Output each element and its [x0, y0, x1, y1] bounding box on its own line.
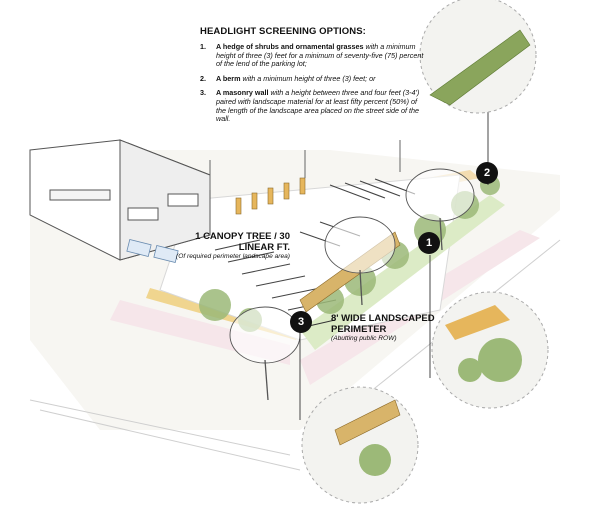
accessible-parking — [126, 239, 179, 263]
landscaped-subtext: (Abutting public ROW) — [331, 335, 397, 342]
badge-1: 1 — [418, 232, 440, 254]
badge-3: 3 — [290, 311, 312, 333]
canopy-tree-callout: 1 CANOPY TREE / 30 LINEAR FT. (Of requir… — [176, 231, 290, 261]
detail-circle-hedge — [431, 291, 549, 409]
light-poles — [209, 140, 401, 190]
detail-circle-berm — [419, 0, 537, 114]
headlight-options: HEADLIGHT SCREENING OPTIONS: 1. A hedge … — [200, 26, 425, 130]
option-number: 3. — [200, 88, 206, 98]
badge-2: 2 — [476, 162, 498, 184]
building — [29, 139, 211, 261]
option-number: 2. — [200, 73, 206, 83]
canopy-subtext: (Of required perimeter landscape area) — [176, 253, 290, 260]
landscaped-perimeter-callout: 8' WIDE LANDSCAPED PERIMETER (Abutting p… — [331, 313, 451, 343]
option-rest: with a minimum height of three (3) feet … — [216, 42, 424, 69]
option-lead: A hedge of shrubs and ornamental grasses — [216, 42, 364, 51]
option-item: 3. A masonry wall with a height between … — [200, 89, 425, 123]
option-text: A hedge of shrubs and ornamental grasses… — [216, 42, 425, 69]
option-item: 2. A berm with a minimum height of three… — [200, 73, 425, 84]
detail-circle-wall — [301, 386, 419, 504]
canopy-trees — [229, 168, 475, 401]
option-number: 1. — [200, 42, 206, 51]
options-title: HEADLIGHT SCREENING OPTIONS: — [200, 26, 366, 37]
option-item: 1. A hedge of shrubs and ornamental gras… — [200, 42, 425, 69]
option-rest: with a minimum height of three (3) feet;… — [240, 73, 376, 83]
landscape-perimeter — [300, 195, 505, 350]
canopy-heading: 1 CANOPY TREE / 30 LINEAR FT. — [195, 231, 290, 253]
option-lead: A berm — [216, 73, 241, 83]
bollards — [235, 177, 306, 215]
option-text: A berm with a minimum height of three (3… — [216, 73, 376, 84]
landscaped-heading: 8' WIDE LANDSCAPED PERIMETER — [331, 313, 435, 335]
option-rest: with a height between three and four fee… — [216, 88, 420, 124]
option-lead: A masonry wall — [216, 88, 269, 98]
option-text: A masonry wall with a height between thr… — [216, 89, 425, 123]
